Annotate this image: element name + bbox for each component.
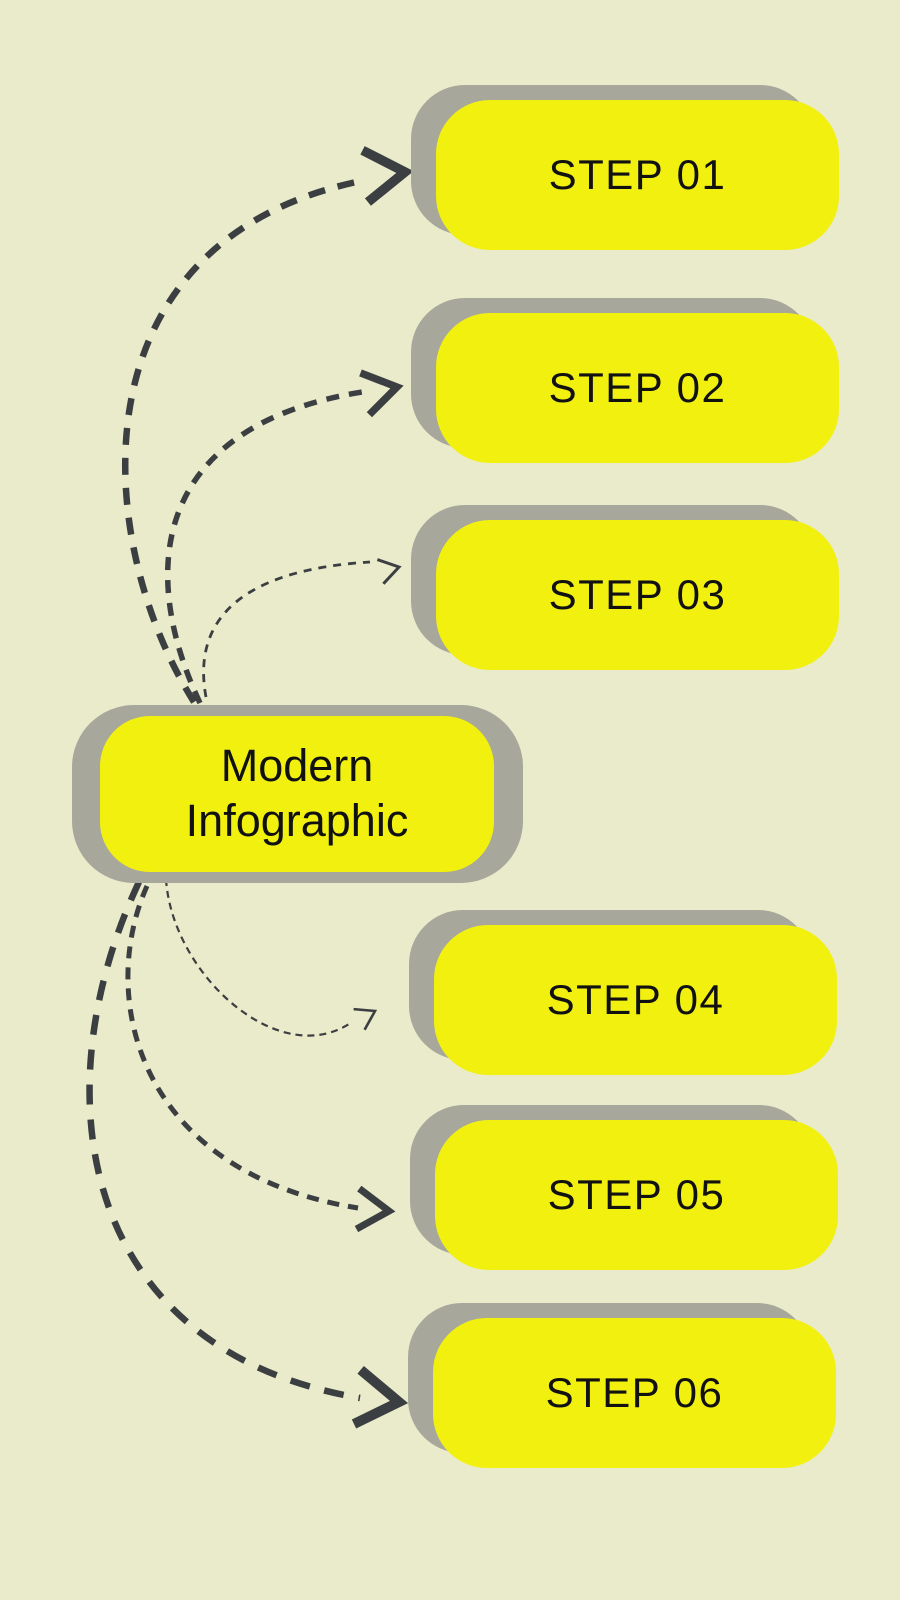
step-05-box: STEP 05 (435, 1120, 838, 1270)
step-node-06: STEP 06 (408, 1303, 836, 1468)
step-node-03: STEP 03 (411, 505, 839, 670)
arrow-to-step-06 (86, 880, 409, 1429)
center-node-label: Modern Infographic (186, 739, 409, 849)
arrowhead-step-01 (360, 146, 414, 206)
step-04-box: STEP 04 (434, 925, 837, 1075)
step-03-box: STEP 03 (436, 520, 839, 670)
arrow-to-step-01 (122, 146, 414, 704)
arrow-to-step-05 (125, 884, 396, 1233)
step-02-label: STEP 02 (548, 364, 727, 411)
step-01-label: STEP 01 (548, 151, 727, 198)
arrow-to-step-02 (164, 369, 404, 705)
center-node-box: Modern Infographic (100, 716, 494, 872)
arrowhead-step-06 (351, 1365, 409, 1429)
arrowhead-step-03 (376, 558, 402, 585)
step-05-label: STEP 05 (547, 1171, 726, 1218)
step-node-04: STEP 04 (409, 910, 837, 1075)
arrow-to-step-04 (164, 878, 378, 1037)
arrowhead-step-05 (354, 1185, 396, 1233)
step-01-box: STEP 01 (436, 100, 839, 250)
step-06-box: STEP 06 (433, 1318, 836, 1468)
step-node-01: STEP 01 (411, 85, 839, 250)
arrowhead-step-02 (359, 369, 404, 418)
step-03-label: STEP 03 (548, 571, 727, 618)
center-label-line2: Infographic (185, 795, 409, 846)
arrow-to-step-03 (202, 558, 402, 698)
step-node-05: STEP 05 (410, 1105, 838, 1270)
center-label-line1: Modern (220, 740, 374, 792)
arrowhead-step-04 (353, 1007, 378, 1031)
step-06-label: STEP 06 (545, 1369, 724, 1416)
step-02-box: STEP 02 (436, 313, 839, 463)
step-04-label: STEP 04 (546, 976, 725, 1023)
center-node: Modern Infographic (72, 705, 523, 883)
step-node-02: STEP 02 (411, 298, 839, 463)
